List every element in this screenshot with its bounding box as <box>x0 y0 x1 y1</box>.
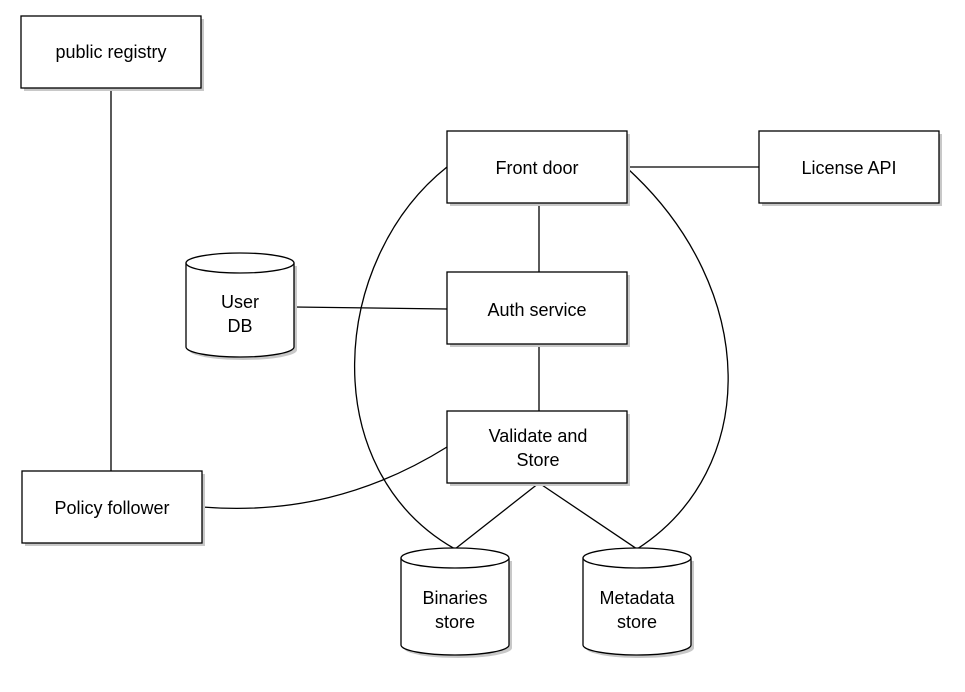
edge-validate-store-to-metadata-store <box>538 482 638 550</box>
node-binaries-store[interactable]: Binaries store <box>400 547 512 658</box>
node-user-db[interactable]: User DB <box>185 252 297 360</box>
node-validate-and-store-label-line1: Validate and <box>489 426 588 446</box>
node-front-door-label: Front door <box>495 158 578 178</box>
node-metadata-store-label-line1: Metadata <box>599 588 675 608</box>
edge-front-door-to-metadata-store <box>627 168 729 550</box>
edge-front-door-to-binaries-store <box>354 166 456 550</box>
edge-user-db-to-auth-service <box>293 306 448 310</box>
edge-validate-store-to-policy-follower <box>201 446 448 510</box>
edges <box>110 89 759 550</box>
node-license-api[interactable]: License API <box>758 130 942 206</box>
node-binaries-store-label-line2: store <box>435 612 475 632</box>
node-auth-service[interactable]: Auth service <box>446 271 630 347</box>
node-front-door[interactable]: Front door <box>446 130 630 206</box>
node-binaries-store-label-line1: Binaries <box>422 588 487 608</box>
node-user-db-label-line1: User <box>221 292 259 312</box>
node-public-registry[interactable]: public registry <box>20 15 204 91</box>
node-policy-follower[interactable]: Policy follower <box>21 470 205 546</box>
node-license-api-label: License API <box>801 158 896 178</box>
node-policy-follower-label: Policy follower <box>54 498 169 518</box>
edge-validate-store-to-binaries-store <box>454 482 540 550</box>
node-auth-service-label: Auth service <box>487 300 586 320</box>
node-user-db-label-line2: DB <box>227 316 252 336</box>
node-validate-and-store-label-line2: Store <box>516 450 559 470</box>
node-validate-and-store[interactable]: Validate and Store <box>446 410 630 486</box>
node-metadata-store-label-line2: store <box>617 612 657 632</box>
node-metadata-store[interactable]: Metadata store <box>582 547 694 658</box>
node-public-registry-label: public registry <box>55 42 166 62</box>
